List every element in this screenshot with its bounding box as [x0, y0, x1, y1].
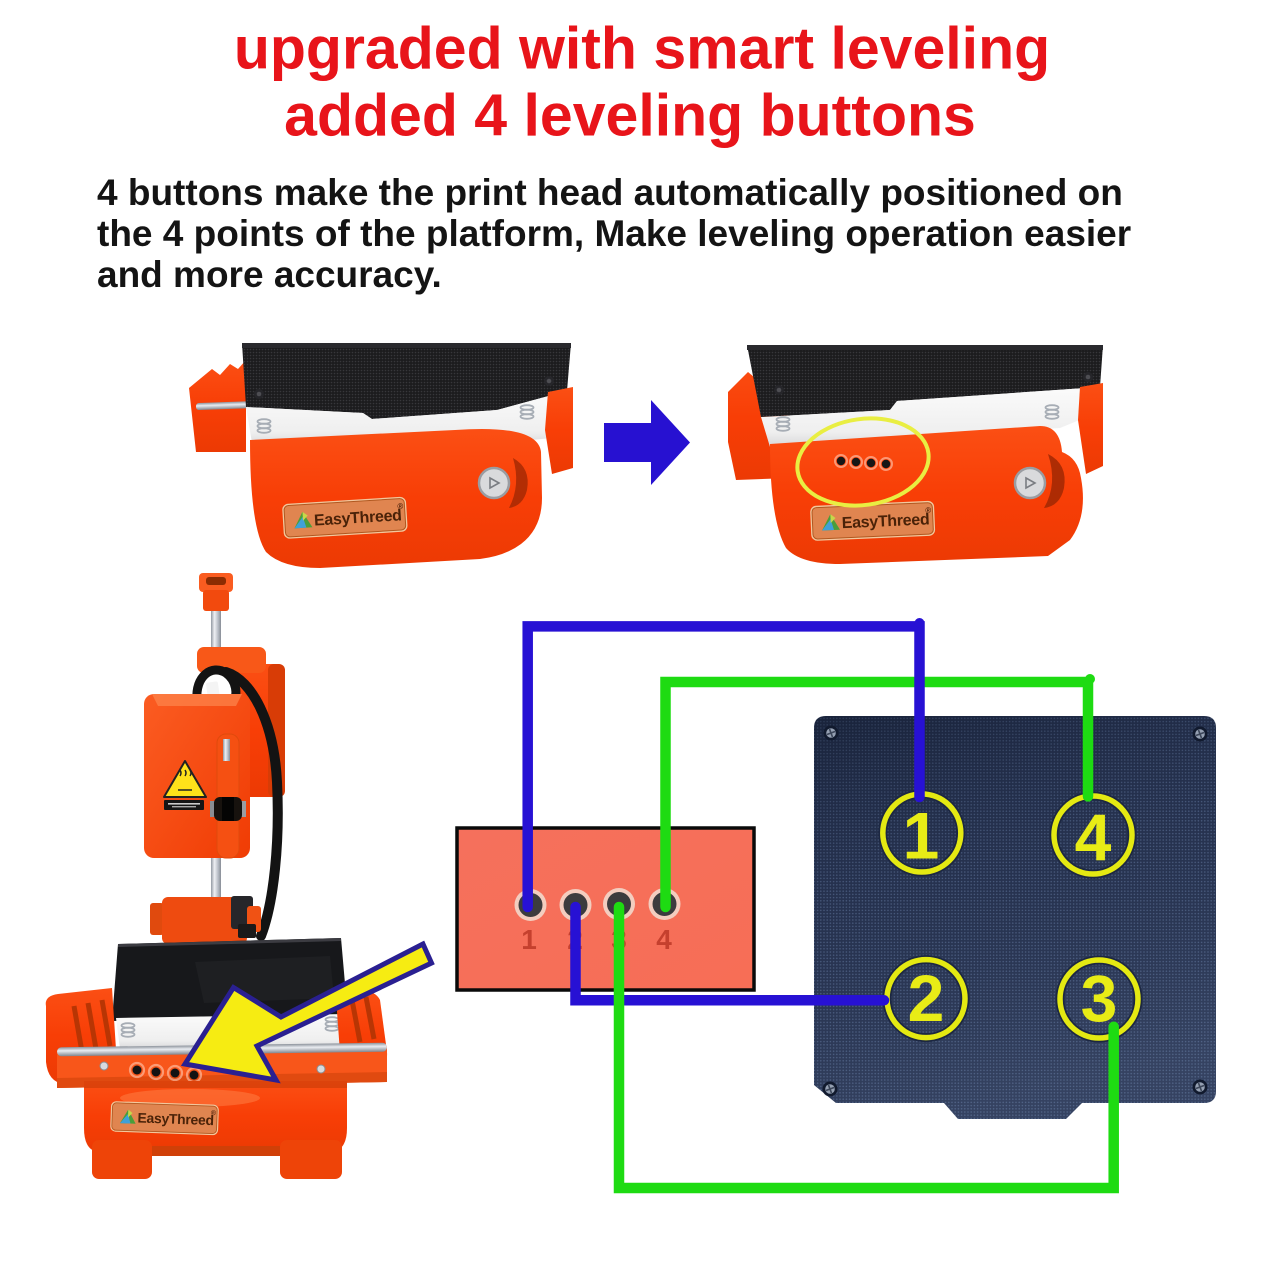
svg-text:4 buttons make the print head: 4 buttons make the print head automatica… [97, 172, 1123, 213]
svg-text:1: 1 [521, 924, 537, 955]
svg-text:3: 3 [1081, 962, 1118, 1036]
svg-text:upgraded with smart leveling: upgraded with smart leveling [234, 16, 1050, 82]
svg-text:and more accuracy.: and more accuracy. [97, 254, 442, 295]
svg-text:2: 2 [908, 961, 945, 1035]
svg-text:the 4 points of the platform,: the 4 points of the platform, Make level… [97, 213, 1131, 254]
svg-text:4: 4 [1075, 800, 1112, 874]
svg-text:1: 1 [903, 799, 940, 873]
svg-text:added 4 leveling buttons: added 4 leveling buttons [284, 83, 976, 149]
svg-text:4: 4 [656, 924, 672, 955]
